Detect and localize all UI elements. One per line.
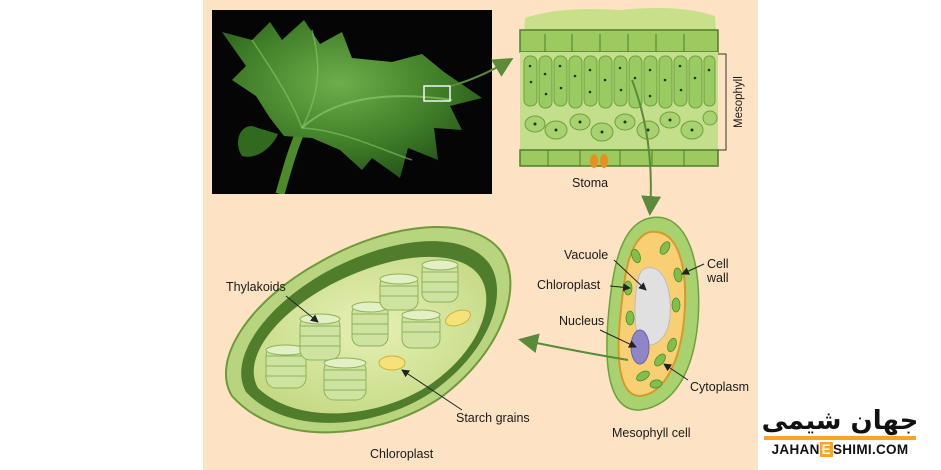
leaf-image: [212, 10, 492, 194]
label-stoma: Stoma: [572, 176, 609, 190]
starch-grain: [445, 309, 471, 327]
arrow-photo-to-section: [450, 57, 514, 87]
stoma-guard-cell: [600, 154, 608, 168]
logo-en-part3: SHIMI.COM: [832, 442, 909, 457]
sample-area-box: [423, 85, 451, 102]
label-cell-wall: Cell wall: [707, 257, 729, 285]
stoma-guard-cell: [590, 154, 598, 168]
label-vacuole: Vacuole: [564, 248, 609, 262]
label-starch-grains: Starch grains: [456, 411, 530, 425]
label-chloroplast-cell: Chloroplast: [537, 278, 601, 292]
mesophyll-cell-drawing: [606, 216, 700, 411]
logo-en-part2: E: [819, 442, 833, 457]
label-chloroplast-main: Chloroplast: [370, 447, 434, 461]
leaf-photo: [212, 10, 492, 194]
label-nucleus: Nucleus: [559, 314, 605, 328]
label-mesophyll-cell: Mesophyll cell: [612, 426, 691, 440]
logo-en-part1: JAHAN: [771, 442, 820, 457]
logo-persian-text: جهان شیمی: [761, 406, 919, 436]
label-thylakoids: Thylakoids: [226, 280, 286, 294]
arrow-cell-to-chloroplast: [518, 333, 629, 361]
chloroplast-drawing: [225, 226, 512, 434]
label-mesophyll: Mesophyll: [733, 76, 745, 128]
starch-grain: [378, 355, 406, 371]
leaf-cross-section: [519, 8, 719, 168]
label-cytoplasm: Cytoplasm: [690, 380, 750, 394]
arrow-section-to-cell: [631, 79, 662, 216]
mesophyll-bracket: [718, 53, 727, 151]
logo-underline: [764, 436, 916, 440]
nucleus: [630, 329, 650, 365]
